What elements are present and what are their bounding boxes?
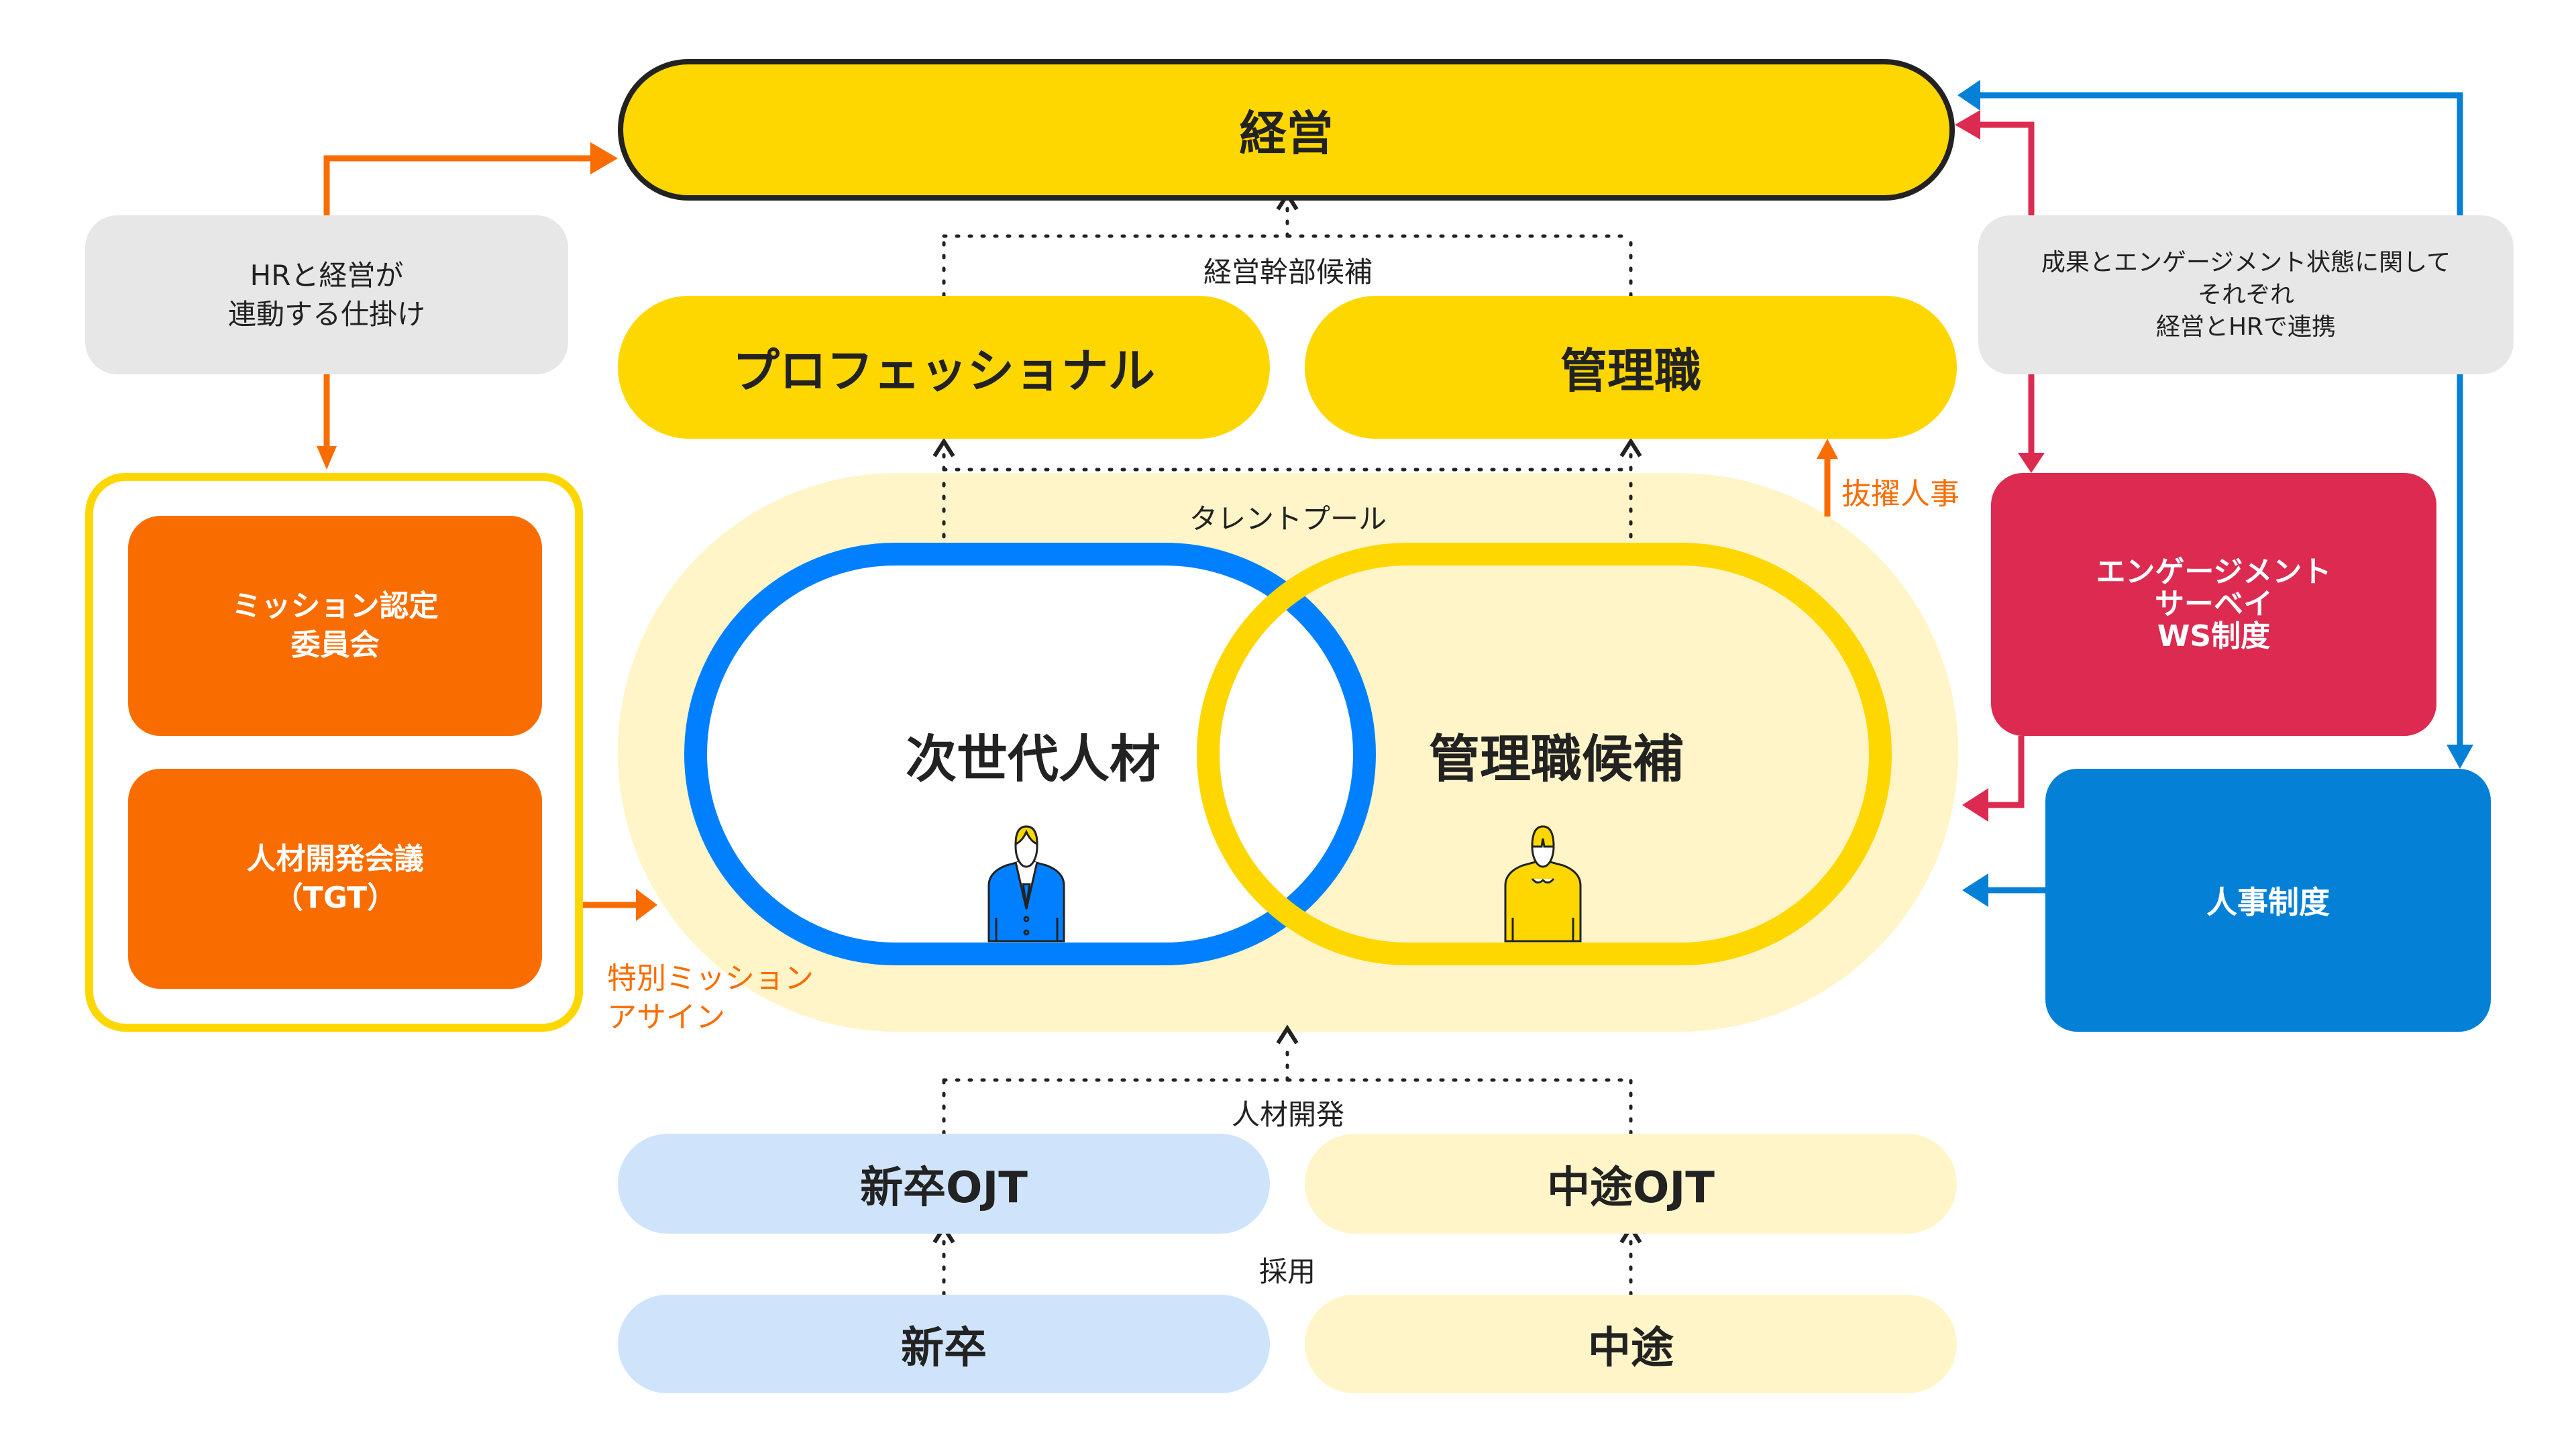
professional-track-node: プロフェッショナル xyxy=(618,296,1270,439)
performance-engagement-note: 成果とエンゲージメント状態に関して それぞれ 経営とHRで連携 xyxy=(1978,215,2514,374)
manager-track-node: 管理職 xyxy=(1305,296,1957,439)
mid-career-ojt-node: 中途OJT xyxy=(1305,1134,1957,1234)
promotion-label: 抜擢人事 xyxy=(1841,477,1960,511)
hr-management-link-note: HRと経営が 連動する仕掛け xyxy=(85,215,568,374)
manager-candidate-label: 管理職候補 xyxy=(1429,729,1684,789)
next-gen-ring xyxy=(684,543,1376,965)
management-node: 経営 xyxy=(618,59,1955,201)
next-gen-talent-label: 次世代人材 xyxy=(906,729,1161,789)
talent-pool-label: タレントプール xyxy=(1154,496,1422,537)
management-label: 経営 xyxy=(1239,106,1334,161)
engagement-survey-box: エンゲージメント サーベイ WS制度 xyxy=(1991,473,2436,736)
hr-system-box: 人事制度 xyxy=(2045,769,2491,1032)
mid-career-node: 中途 xyxy=(1305,1295,1957,1393)
person-staff-icon xyxy=(1504,825,1582,943)
tgt-meeting-box: 人材開発会議 （TGT） xyxy=(128,769,542,989)
hiring-label: 採用 xyxy=(1258,1254,1316,1288)
person-businessman-icon xyxy=(987,825,1065,943)
new-grad-ojt-node: 新卒OJT xyxy=(618,1134,1270,1234)
new-grad-node: 新卒 xyxy=(618,1295,1270,1393)
special-mission-label: 特別ミッション アサイン xyxy=(607,961,814,1034)
manager-candidate-ring xyxy=(1197,543,1892,965)
exec-candidates-label: 経営幹部候補 xyxy=(1140,250,1436,290)
talent-development-label: 人材開発 xyxy=(1181,1092,1395,1132)
mission-committee-box: ミッション認定 委員会 xyxy=(128,516,542,736)
